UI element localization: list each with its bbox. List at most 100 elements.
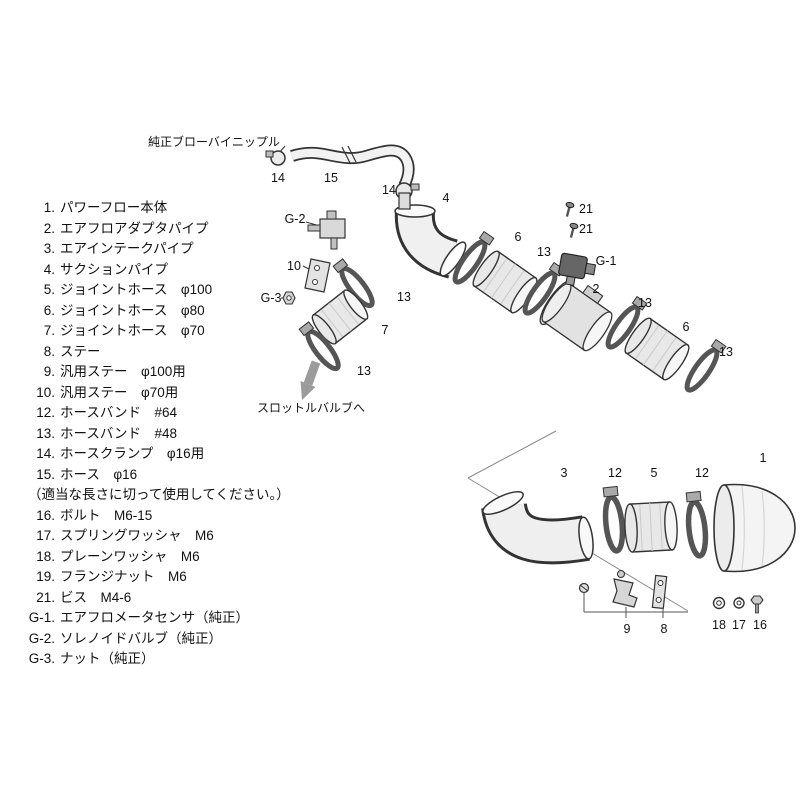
callout-4: 4 [443, 191, 450, 205]
part-number: 5. [43, 282, 55, 297]
part-number: 19. [36, 569, 55, 584]
part-number: 15. [36, 466, 55, 482]
part-number: 4. [43, 261, 55, 277]
hose-band-13 [298, 321, 341, 372]
callout-14: 14 [382, 183, 396, 197]
part-label: ナット（純正） [60, 651, 155, 666]
part-row: 5. ジョイントホース φ100 [18, 280, 290, 301]
part-row: 7. ジョイントホース φ70 [18, 321, 290, 342]
hose-clamp-14-left [265, 145, 286, 166]
part-number: 16. [36, 507, 55, 523]
part-row: 9.汎用ステー φ100用 [18, 362, 290, 383]
part-row: 8.ステー [18, 342, 290, 363]
throttle-arrow [300, 360, 321, 400]
part-number: 12. [36, 405, 55, 420]
joint-hose-6 [624, 317, 690, 381]
callout-7: 7 [382, 323, 389, 337]
joint-hose-5 [624, 501, 678, 553]
part-label: ジョイントホース φ70 [60, 323, 205, 338]
part-number: 1. [43, 200, 55, 215]
callout-5: 5 [651, 466, 658, 480]
part-label: エアフロアダプタパイプ [60, 220, 209, 236]
airflow-meter-sensor-g1 [558, 252, 597, 286]
part-number: 18. [36, 548, 55, 564]
part-row: 18.プレーンワッシャ M6 [18, 547, 290, 568]
part-row: 14. ホースクランプ φ16用 [18, 444, 290, 465]
callout-12: 12 [608, 466, 622, 480]
part-number: 2. [43, 220, 55, 236]
part-label: ビス M4-6 [60, 589, 132, 605]
part-row: 1. パワーフロー本体 [18, 198, 290, 219]
stay-10 [302, 258, 331, 293]
stay-bolt [578, 582, 590, 594]
part-label: エアフロメータセンサ（純正） [60, 610, 249, 625]
part-number: 9. [43, 364, 55, 379]
callout-12: 12 [695, 466, 709, 480]
part-number: 10. [36, 384, 55, 400]
stay-leader-lines [583, 593, 688, 618]
part-row: 2. エアフロアダプタパイプ [18, 219, 290, 240]
callout-15: 15 [324, 171, 338, 185]
hose-band-12 [685, 490, 709, 559]
part-label: サクションパイプ [60, 261, 168, 277]
part-number: 21. [36, 589, 55, 605]
part-number: G-3. [28, 651, 55, 666]
callout-13: 13 [397, 290, 411, 304]
part-number: 13. [36, 425, 55, 441]
callout-13: 13 [638, 296, 652, 310]
part-number: 7. [43, 323, 55, 338]
plain-washer-18 [712, 596, 726, 610]
part-number: 14. [36, 446, 55, 461]
blowby-nipple [398, 192, 411, 210]
part-row: 3.エアインテークパイプ [18, 239, 290, 260]
part-row: 21. ビス M4-6 [18, 588, 290, 609]
part-row: 10.汎用ステー φ70用 [18, 383, 290, 404]
part-number: 8. [43, 343, 55, 359]
callout-13: 13 [537, 245, 551, 259]
part-row: 13. ホースバンド #48 [18, 424, 290, 445]
part-label: パワーフロー本体 [60, 200, 168, 215]
part-row: G-1. エアフロメータセンサ（純正） [18, 608, 290, 629]
parts-list-note: （適当な長さに切って使用してください。） [18, 485, 290, 506]
part-label: ホースクランプ φ16用 [60, 446, 205, 461]
callout-9: 9 [624, 622, 631, 636]
callout-6: 6 [515, 230, 522, 244]
hose-band-13 [332, 258, 375, 309]
callout-14: 14 [271, 171, 285, 185]
part-row: 15. ホース φ16 [18, 465, 290, 486]
part-label: ソレノイドバルブ（純正） [60, 630, 222, 646]
hose-band-13 [452, 230, 495, 285]
part-label: （適当な長さに切って使用してください。） [28, 487, 290, 502]
callout-8: 8 [661, 622, 668, 636]
part-label: ホース φ16 [60, 466, 138, 482]
stay-8 [651, 574, 668, 610]
part-row: 16.ボルト M6-15 [18, 506, 290, 527]
part-number: G-2. [28, 630, 55, 646]
callout-G-3: G-3 [261, 291, 282, 305]
callout-G-1: G-1 [596, 254, 617, 268]
part-label: ホースバンド #48 [60, 425, 178, 441]
part-label: スプリングワッシャ M6 [60, 528, 214, 543]
joint-hose-7 [311, 289, 369, 345]
blowby-nipple-annotation: 純正ブローバイニップル [148, 135, 280, 149]
callout-13: 13 [719, 345, 733, 359]
part-label: ホースバンド #64 [60, 405, 178, 420]
callout-3: 3 [561, 466, 568, 480]
callout-6: 6 [683, 320, 690, 334]
part-number: 3. [43, 241, 55, 256]
callout-2: 2 [593, 282, 600, 296]
part-label: ジョイントホース φ100 [60, 282, 213, 297]
part-label: ジョイントホース φ80 [60, 302, 205, 318]
callout-16: 16 [753, 618, 767, 632]
part-number: 17. [36, 528, 55, 543]
hose-band-12 [602, 485, 626, 554]
part-label: フランジナット M6 [60, 569, 187, 584]
part-row: 4. サクションパイプ [18, 260, 290, 281]
callout-21: 21 [579, 222, 593, 236]
part-number: G-1. [28, 610, 55, 625]
part-row: G-3. ナット（純正） [18, 649, 290, 670]
